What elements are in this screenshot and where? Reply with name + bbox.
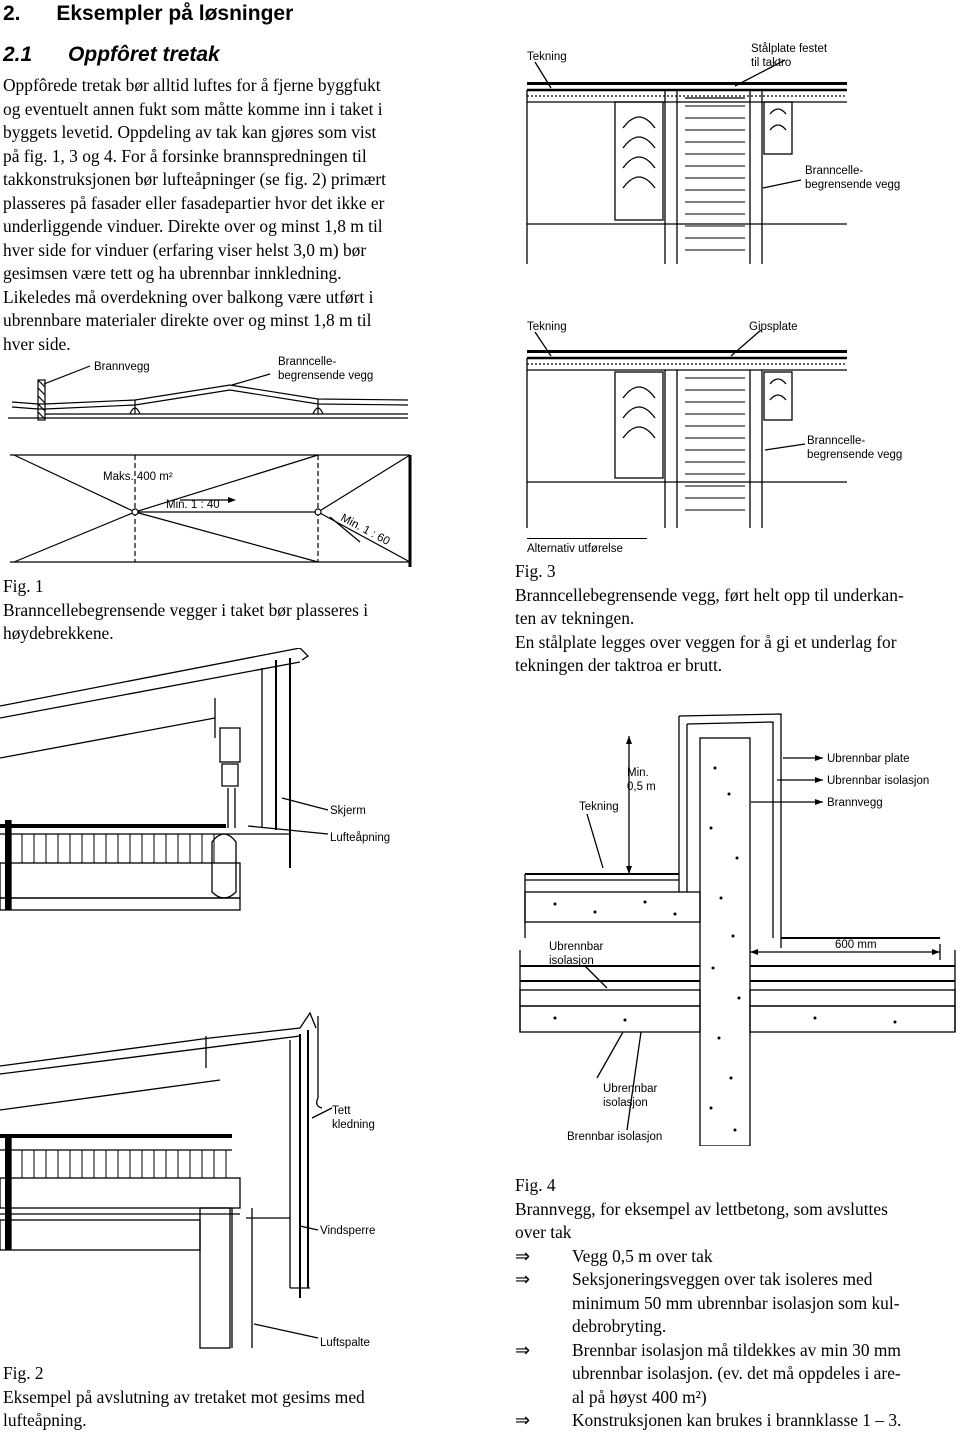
fig4-brennbar-label: Brennbar isolasjon — [567, 1131, 662, 1143]
fig4-insulation-left — [519, 989, 701, 1007]
intro-line: underliggende vinduer. Direkte over og m… — [3, 216, 383, 236]
fig3-stalplate-label: til taktro — [751, 57, 791, 69]
fig4-tekning-label: Tekning — [579, 801, 619, 813]
fig4-drawing: Min. 0,5 m Ubrennbar plate Ubrennbar iso… — [519, 713, 956, 1146]
fig1-caption-line: høydebrekkene. — [3, 623, 114, 643]
fig1-drawing: Brannvegg Branncelle- begrensende vegg M… — [8, 356, 412, 567]
fig2-roof-lower — [0, 1011, 317, 1067]
intro-line: byggets levetid. Oppdeling av tak kan gj… — [3, 122, 377, 142]
fig2-caption-title: Fig. 2 — [3, 1363, 44, 1383]
fig3-caption: Fig. 3 Branncellebegrensende vegg, ført … — [515, 560, 960, 678]
fig1-caption-title: Fig. 1 — [3, 576, 44, 596]
fig4-ubrennbar-isolasjon-label: Ubrennbar isolasjon — [827, 775, 929, 787]
fig4-bullet: ⇒ Konstruksjonen kan brukes i brannklass… — [515, 1410, 902, 1431]
fig3-beam-b — [614, 371, 664, 479]
fig1-slope-label: Min. 1 : 60 — [339, 512, 392, 548]
fig2-caption-line: Eksempel på avslutning av tretaket mot g… — [3, 1386, 365, 1407]
fig1-drain-point — [314, 508, 322, 516]
fig2-skjerm-label: Skjerm — [330, 805, 366, 817]
fig4-ubrennbar-lower-label: Ubrennbar — [603, 1083, 658, 1095]
fig3-drawing: Tekning Stålplate festet til taktro Bran… — [526, 43, 902, 555]
fig1-branncelle-label: begrensende vegg — [278, 370, 373, 382]
fig3-caption-line: En stålplate legges over veggen for å gi… — [515, 631, 897, 652]
fig1-drain-point — [131, 508, 139, 516]
implies-arrow-icon: ⇒ — [515, 1410, 531, 1431]
intro-line: ubrennbare materialer direkte over og mi… — [3, 310, 372, 330]
fig2-caption: Fig. 2 Eksempel på avslutning av tretake… — [3, 1362, 443, 1433]
fig1-slope-label: Min. 1 : 40 — [166, 499, 220, 511]
fig3-branncelle-label: begrensende vegg — [805, 179, 900, 191]
fig4-bullet-list: ⇒ Vegg 0,5 m over tak ⇒ Seksjoneringsveg… — [515, 1245, 960, 1433]
fig4-min-label: 0,5 m — [627, 781, 656, 793]
fig1-caption-line: Branncellebegrensende vegger i taket bør… — [3, 599, 369, 620]
fig2-luftspalte-label: Luftspalte — [320, 1337, 370, 1349]
intro-line: Likeledes må overdekning over balkong væ… — [3, 286, 374, 307]
fig1-brannvegg-label: Brannvegg — [94, 361, 150, 373]
fig2-lufteapning-label: Lufteåpning — [330, 832, 390, 844]
intro-line: på fig. 1, 3 og 4. For å forsinke branns… — [3, 145, 367, 166]
fig4-bullet: ⇒ Brennbar isolasjon må tildekkes av min… — [515, 1339, 901, 1407]
fig4-concrete-deck-left — [524, 891, 701, 923]
fig3-stalplate-label: Stålplate festet — [751, 43, 828, 55]
fig1-caption: Fig. 1 Branncellebegrensende vegger i ta… — [3, 575, 423, 646]
fig3-caption-title: Fig. 3 — [515, 561, 556, 581]
fig3-branncelle-label: Branncelle- — [807, 435, 865, 447]
intro-line: hver side for vinduer (erfaring viser he… — [3, 239, 367, 260]
intro-line: takkonstruksjonen bør lufteåpninger (se … — [3, 169, 386, 189]
fig4-caption-title: Fig. 4 — [515, 1175, 556, 1195]
fig4-min-label: Min. — [627, 767, 649, 779]
fig3-alternativ-label: Alternativ utførelse — [527, 543, 623, 555]
fig4-600mm-label: 600 mm — [835, 939, 877, 951]
fig4-bullet: ⇒ Seksjoneringsveggen over tak isoleres … — [515, 1269, 900, 1336]
section-heading: 2. Eksempler på løsninger — [3, 2, 293, 26]
implies-arrow-icon: ⇒ — [515, 1339, 531, 1361]
fig4-caption-line: over tak — [515, 1222, 572, 1242]
fig4-ubrennbar-plate — [678, 713, 782, 948]
fig3-branncelle-label: begrensende vegg — [807, 449, 902, 461]
fig3-beam-a — [614, 101, 664, 221]
fig4-ubrennbar-plate-label: Ubrennbar plate — [827, 753, 909, 765]
fig2-drawing: Skjerm Lufteåpning Tett kledning Vindspe… — [0, 648, 390, 1349]
intro-line: hver side. — [3, 333, 71, 354]
section-number: 2. — [3, 2, 21, 25]
fig2-tett-label: Tett — [332, 1105, 351, 1117]
intro-line: gesimsen være tett og ha ubrennbar innkl… — [3, 263, 342, 283]
fig2-concrete-slab-lower — [0, 1219, 201, 1251]
fig3-gipsplate-label: Gipsplate — [749, 321, 798, 333]
fig3-caption-line: Branncellebegrensende vegg, ført helt op… — [515, 584, 904, 605]
intro-line: og eventuelt annen fukt som måtte komme … — [3, 98, 383, 119]
intro-line: plasseres på fasader eller fasadepartier… — [3, 192, 385, 213]
fig4-brannvegg — [699, 737, 751, 1146]
fig4-caption-line: Brannvegg, for eksempel av lettbetong, s… — [515, 1198, 888, 1219]
fig3-tekning-label: Tekning — [527, 51, 567, 63]
implies-arrow-icon: ⇒ — [515, 1245, 531, 1267]
fig4-ubrennbar-label: Ubrennbar — [549, 941, 604, 953]
subsection-number: 2.1 — [3, 43, 33, 66]
fig4-insulation-right — [749, 989, 956, 1007]
fig1-branncelle-label: Branncelle- — [278, 356, 336, 368]
fig4-brannvegg-label: Brannvegg — [827, 797, 883, 809]
intro-paragraph: Oppfôrede tretak bør alltid luftes for å… — [3, 74, 503, 356]
subsection-heading: 2.1 Oppfôret tretak — [3, 43, 220, 67]
fig3-caption-line: ten av tekningen. — [515, 608, 635, 628]
fig2-caption-line: lufteåpning. — [3, 1410, 87, 1430]
fig2-tett-label: kledning — [332, 1119, 375, 1131]
fig1-maks-label: Maks. 400 m² — [103, 471, 173, 483]
fig2-roof-upper — [0, 648, 310, 707]
subsection-title: Oppfôret tretak — [68, 43, 220, 66]
fig2-concrete-slab-upper — [0, 862, 241, 899]
fig4-ubrennbar-lower-label: isolasjon — [603, 1097, 648, 1109]
intro-line: Oppfôrede tretak bør alltid luftes for å… — [3, 75, 381, 95]
fig4-ubrennbar-label: isolasjon — [549, 955, 594, 967]
section-title: Eksempler på løsninger — [56, 2, 294, 25]
fig3-caption-line: tekningen der taktroa er brutt. — [515, 655, 723, 675]
fig1-roof-top — [11, 384, 409, 405]
implies-arrow-icon: ⇒ — [515, 1269, 531, 1290]
fig4-caption: Fig. 4 Brannvegg, for eksempel av lettbe… — [515, 1174, 960, 1433]
fig3-branncelle-label: Branncelle- — [805, 165, 863, 177]
fig4-bullet: ⇒ Vegg 0,5 m over tak — [515, 1245, 713, 1267]
fig3-tekning-label: Tekning — [527, 321, 567, 333]
fig2-vindsperre-label: Vindsperre — [320, 1225, 375, 1237]
